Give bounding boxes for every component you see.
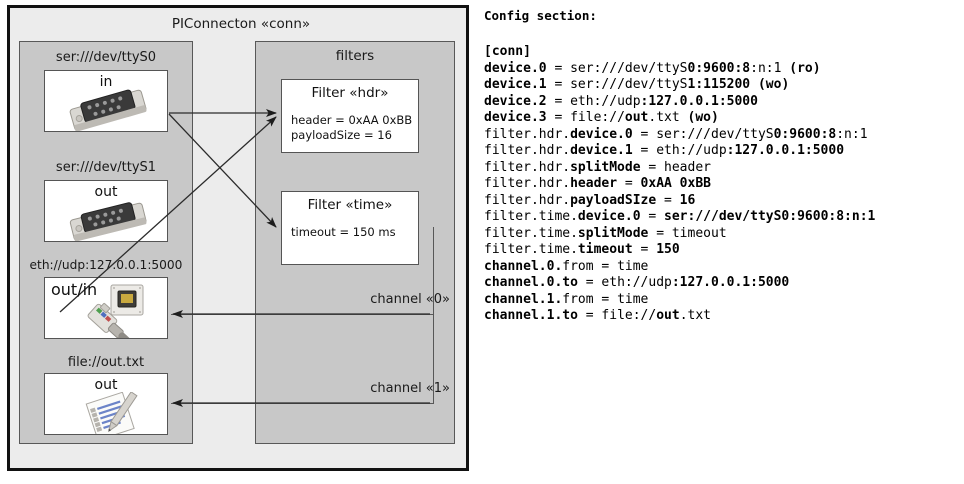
config-line: filter.hdr.splitMode = header bbox=[484, 159, 711, 175]
config-line: filter.hdr.payloadSIze = 16 bbox=[484, 192, 696, 208]
filter-hdr-title: Filter «hdr» bbox=[311, 85, 389, 101]
channel-1-label: channel «1» bbox=[370, 381, 450, 396]
device-direction-out: out bbox=[94, 184, 118, 200]
device-card-ttys0[interactable]: in bbox=[44, 70, 168, 132]
config-line: device.3 = file://out.txt (wo) bbox=[484, 110, 719, 125]
device-card-file[interactable]: out bbox=[44, 373, 168, 435]
device-label-ttys0: ser:///dev/ttyS0 bbox=[55, 50, 157, 65]
filter-hdr-prop-payloadsize: payloadSize = 16 bbox=[291, 128, 392, 142]
config-line: device.2 = eth://udp:127.0.0.1:5000 bbox=[484, 93, 758, 109]
device-card-ttys1[interactable]: out bbox=[44, 180, 168, 242]
filter-hdr-prop-header: header = 0xAA 0xBB bbox=[291, 113, 413, 127]
filter-time-prop-timeout: timeout = 150 ms bbox=[291, 225, 396, 239]
config-line: channel.1.to = file://out.txt bbox=[484, 308, 712, 323]
channel-0-label: channel «0» bbox=[370, 292, 450, 307]
config-text: [conn]device.0 = ser:///dev/ttyS0:9600:8… bbox=[484, 44, 875, 325]
device-direction-outin: out/in bbox=[51, 280, 98, 299]
filter-time-title: Filter «time» bbox=[307, 197, 393, 213]
config-line: filter.time.splitMode = timeout bbox=[484, 225, 727, 241]
serial-port-icon bbox=[69, 89, 147, 131]
device-label-eth: eth://udp:127.0.0.1:5000 bbox=[29, 258, 183, 272]
device-direction-out-file: out bbox=[94, 377, 118, 393]
connection-arrows bbox=[59, 109, 430, 407]
config-line: filter.time.timeout = 150 bbox=[484, 242, 680, 257]
filter-card-hdr[interactable]: Filter «hdr» header = 0xAA 0xBB payloadS… bbox=[281, 79, 419, 153]
config-line: filter.hdr.device.1 = eth://udp:127.0.0.… bbox=[484, 143, 845, 158]
config-section: Config section: [conn]device.0 = ser:///… bbox=[482, 0, 964, 484]
device-direction-in: in bbox=[99, 74, 113, 90]
network-jack-icon bbox=[87, 284, 144, 338]
frame-title: PIConnecton «conn» bbox=[171, 16, 311, 32]
config-line: device.1 = ser:///dev/ttyS1:115200 (wo) bbox=[484, 77, 790, 92]
config-line: device.0 = ser:///dev/ttyS0:9600:8:n:1 (… bbox=[484, 60, 821, 76]
device-label-file: file://out.txt bbox=[67, 355, 145, 370]
config-line: channel.1.from = time bbox=[484, 291, 649, 307]
filters-panel-title: filters bbox=[335, 48, 375, 64]
config-line: [conn] bbox=[484, 44, 531, 59]
config-heading: Config section: bbox=[484, 8, 597, 23]
text-file-icon bbox=[85, 392, 138, 434]
config-line: channel.0.to = eth://udp:127.0.0.1:5000 bbox=[484, 275, 790, 290]
config-line: filter.hdr.header = 0xAA 0xBB bbox=[484, 176, 711, 191]
config-line: filter.hdr.device.0 = ser:///dev/ttyS0:9… bbox=[484, 126, 868, 142]
config-line: filter.time.device.0 = ser:///dev/ttyS0:… bbox=[484, 209, 876, 224]
filter-card-time[interactable]: Filter «time» timeout = 150 ms bbox=[281, 191, 419, 265]
serial-port-icon bbox=[69, 202, 147, 241]
device-label-ttys1: ser:///dev/ttyS1 bbox=[55, 160, 157, 175]
config-line: channel.0.from = time bbox=[484, 258, 649, 274]
